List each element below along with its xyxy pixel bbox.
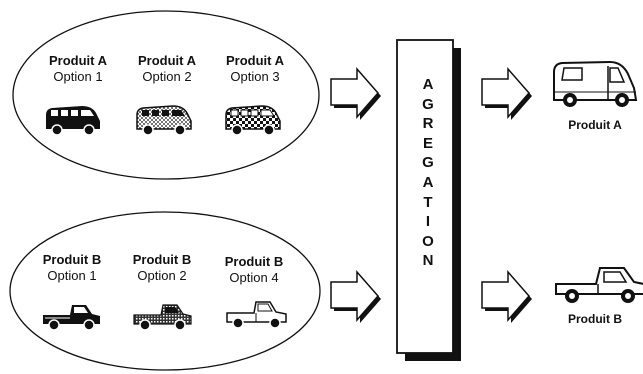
group-b-item-2: Produit B Option 2 (117, 252, 207, 285)
pickup-icon (133, 304, 192, 331)
aggregation-letter: G (422, 95, 434, 113)
arrow-right-icon (481, 270, 530, 322)
van-icon (46, 106, 100, 136)
aggregation-letter: A (422, 173, 434, 191)
product-name: Produit B (224, 254, 284, 269)
option-label: Option 4 (229, 270, 279, 286)
aggregation-letter: A (422, 76, 434, 93)
aggregation-letter: R (422, 115, 434, 133)
group-a-item-1: Produit A Option 1 (33, 53, 123, 86)
product-name: Produit A (137, 53, 196, 68)
aggregation-letter: O (422, 232, 434, 250)
group-a-ellipse (12, 10, 320, 180)
arrow-right-icon (330, 270, 379, 322)
aggregation-box (396, 39, 454, 354)
aggregation-label: A G R E G A T I O N (400, 75, 456, 365)
option-label: Option 2 (142, 69, 192, 85)
option-label: Option 3 (230, 69, 280, 85)
product-name: Produit A (225, 53, 284, 68)
option-label: Option 1 (53, 69, 103, 85)
pickup-icon (226, 301, 287, 329)
pickup-icon (43, 305, 100, 331)
group-b-item-1: Produit B Option 1 (27, 252, 117, 285)
aggregation-letter: T (423, 193, 433, 211)
aggregation-letter: E (422, 134, 433, 152)
output-pickup-icon (555, 267, 643, 303)
group-b-item-3: Produit B Option 4 (209, 254, 299, 287)
group-b-ellipse (9, 211, 321, 371)
van-icon (136, 105, 192, 136)
product-name: Produit B (132, 252, 192, 267)
option-label: Option 2 (137, 268, 187, 284)
product-name: Produit B (42, 252, 102, 267)
aggregation-letter: I (425, 213, 431, 231)
van-icon (225, 105, 281, 136)
output-van-icon (553, 60, 638, 107)
aggregation-letter: G (422, 154, 434, 172)
group-a-item-2: Produit A Option 2 (122, 53, 212, 86)
output-b-label: Produit B (568, 312, 622, 326)
arrow-right-icon (481, 67, 530, 119)
group-a-item-3: Produit A Option 3 (210, 53, 300, 86)
output-a-label: Produit A (568, 118, 622, 132)
product-name: Produit A (48, 53, 107, 68)
aggregation-letter: N (422, 252, 434, 270)
option-label: Option 1 (47, 268, 97, 284)
arrow-right-icon (330, 67, 379, 119)
